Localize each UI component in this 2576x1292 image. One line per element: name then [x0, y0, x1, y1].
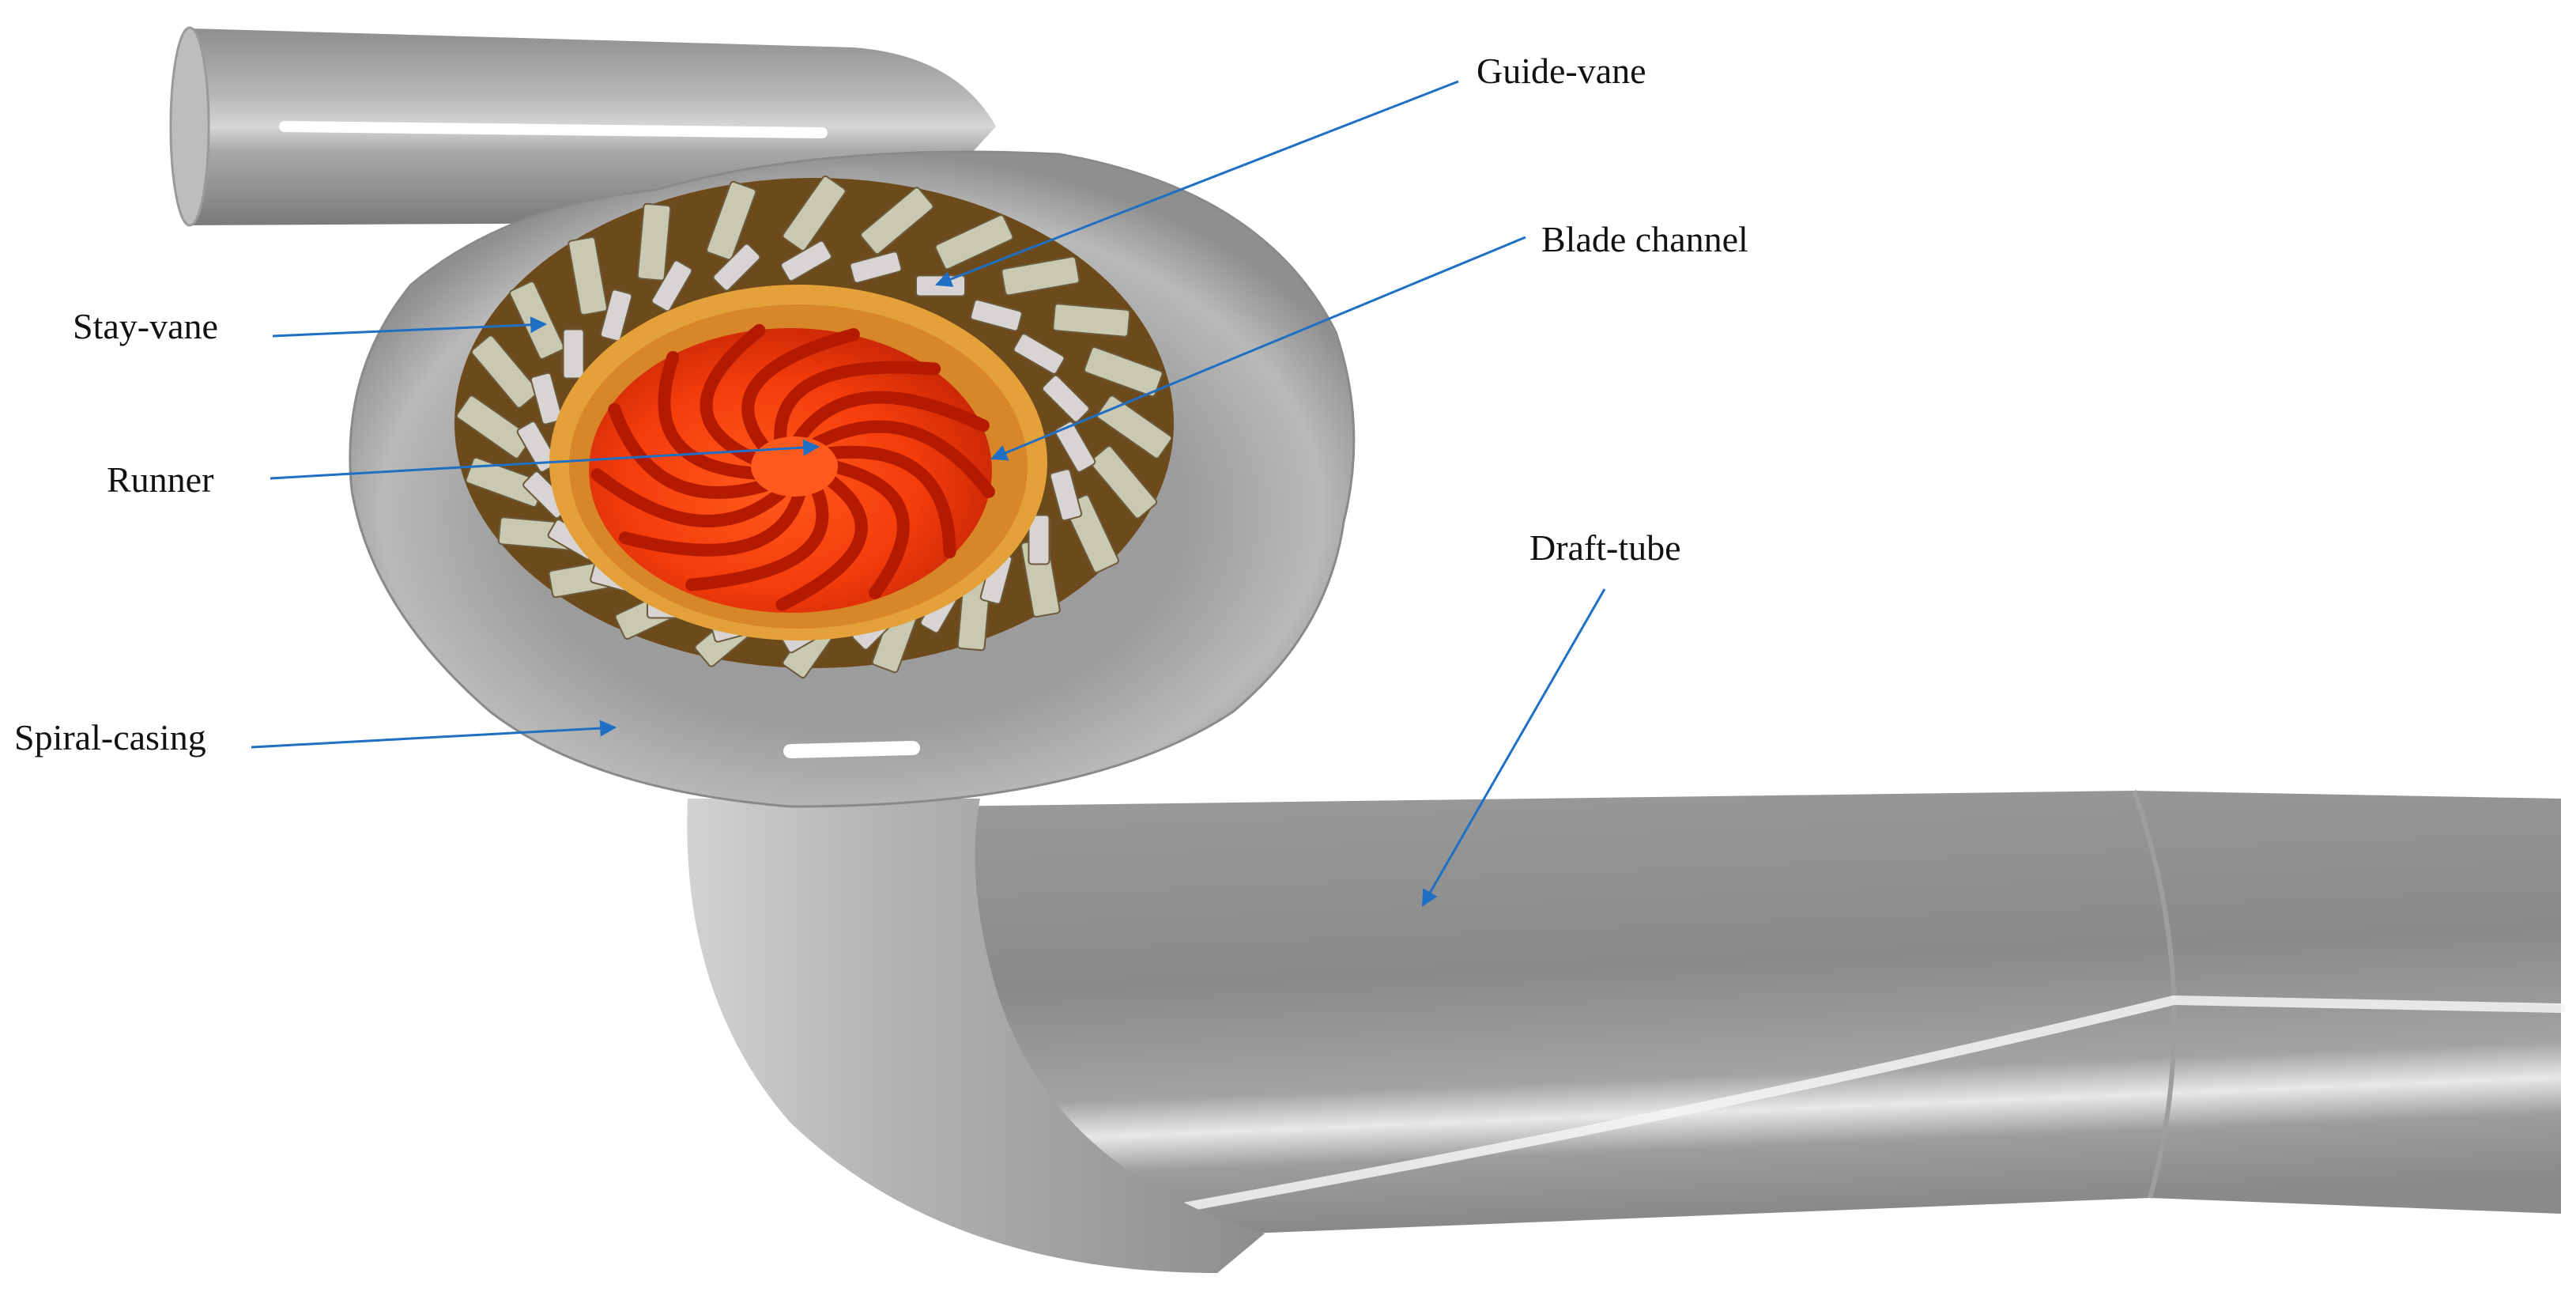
runner-blade: [608, 402, 771, 500]
leader-draft-tube: [1421, 588, 1606, 907]
guide-vane: [849, 251, 903, 284]
stay-vane: [1052, 303, 1131, 338]
stay-vane: [934, 214, 1014, 270]
runner-blades: [590, 323, 995, 611]
spiral-casing-highlight: [783, 741, 920, 758]
runner-blade: [828, 460, 910, 599]
runner-blade: [810, 420, 995, 498]
stay-vane: [455, 395, 533, 459]
leader-guide-vane: [935, 80, 1459, 287]
guide-vane: [651, 259, 693, 312]
label-blade-channel: Blade channel: [1541, 219, 1748, 259]
draft-tube-body: [933, 791, 2561, 1233]
stay-vane: [1083, 346, 1164, 398]
guide-vane: [1028, 514, 1050, 565]
label-stay-vane: Stay-vane: [73, 306, 218, 346]
draft-tube-joint: [2132, 790, 2177, 1199]
runner-blade: [685, 483, 829, 591]
draft-tube-highlight: [1165, 995, 2566, 1215]
inlet-pipe-end: [169, 26, 210, 227]
leader-runner: [270, 439, 820, 480]
guide-vane: [1049, 468, 1083, 522]
stay-vane: [568, 236, 608, 316]
runner-blade: [823, 445, 956, 559]
guide-vane: [530, 372, 564, 425]
stay-vane: [860, 187, 934, 255]
runner-blade: [590, 468, 787, 527]
guide-vane: [1054, 421, 1096, 473]
label-draft-tube: Draft-tube: [1529, 527, 1681, 568]
runner-blade: [793, 391, 990, 445]
stay-vane: [636, 202, 672, 281]
label-guide-vane: Guide-vane: [1477, 51, 1646, 91]
guide-vane: [915, 274, 966, 297]
runner-blade: [618, 488, 806, 557]
stay-vane: [706, 180, 757, 261]
runner-blade: [774, 361, 941, 447]
stay-vane: [470, 334, 539, 409]
inlet-pipe-highlight: [279, 121, 828, 138]
stay-vane: [1089, 445, 1158, 519]
guide-vane: [780, 240, 832, 282]
guide-vane: [970, 299, 1023, 332]
runner-blade: [658, 351, 763, 480]
guide-vane: [1013, 333, 1065, 375]
guide-vane: [599, 289, 633, 342]
stay-vane: [1096, 395, 1173, 459]
guide-vane: [712, 243, 761, 292]
stay-vane: [782, 175, 847, 252]
runner-blade: [775, 473, 868, 611]
stay-vane: [1001, 255, 1081, 297]
label-runner: Runner: [107, 459, 213, 500]
draft-tube-elbow: [687, 799, 1265, 1273]
guide-vane: [562, 328, 585, 380]
label-spiral-casing: Spiral-casing: [14, 717, 206, 757]
guide-vane: [1041, 374, 1090, 423]
runner-blade: [741, 328, 860, 455]
leader-spiral-casing: [251, 720, 617, 749]
runner-blade: [700, 323, 766, 467]
leader-stay-vane: [272, 316, 548, 338]
runner-center: [751, 436, 838, 497]
leader-blade-channel: [990, 236, 1526, 461]
